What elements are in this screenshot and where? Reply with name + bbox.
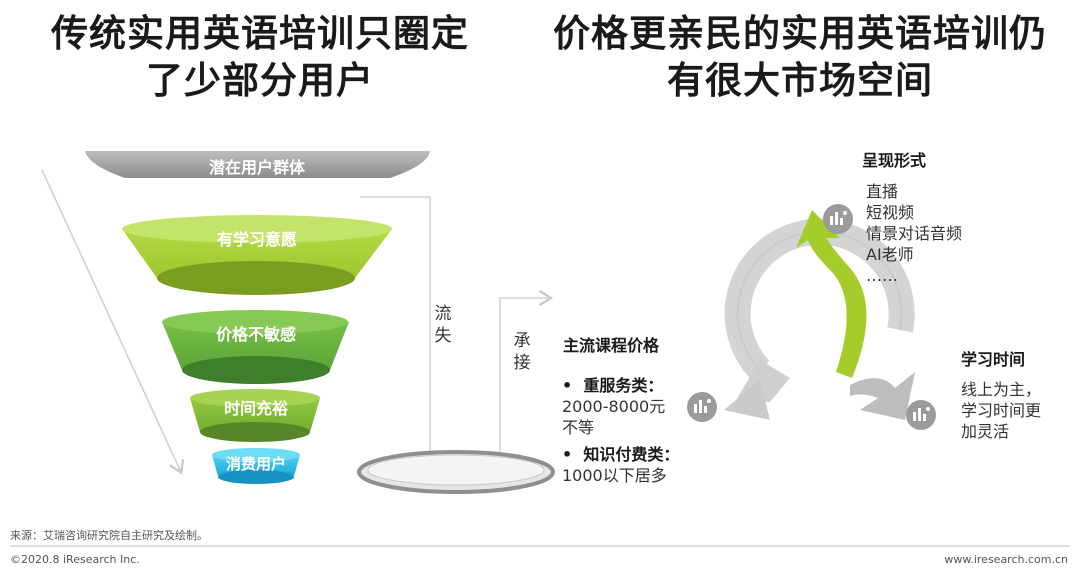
source-note: 来源：艾瑞咨询研究院自主研究及绘制。	[10, 527, 208, 543]
accept-arrow-line	[500, 298, 548, 455]
footer-website: www.iresearch.com.cn	[944, 553, 1068, 566]
time-line-1: 线上为主，	[961, 379, 1041, 400]
funnel-layer-3-label: 时间充裕	[176, 395, 336, 419]
forms-item-3: 情景对话音频	[866, 223, 962, 244]
price-item-1-desc-1: 2000-8000元	[562, 396, 712, 417]
time-line-3: 加灵活	[961, 421, 1041, 442]
price-item-1-name: • 重服务类：	[562, 372, 712, 396]
price-title: 主流课程价格	[563, 332, 659, 356]
funnel-layer-1-label: 有学习意愿	[177, 226, 337, 250]
funnel-layer-2-label: 价格不敏感	[176, 321, 336, 345]
forms-item-5: ……	[866, 265, 962, 286]
forms-list: 直播 短视频 情景对话音频 AI老师 ……	[866, 181, 962, 286]
funnel-layer-4-label: 消费用户	[176, 453, 336, 474]
funnel-side-arrow	[42, 170, 180, 470]
price-item-1-desc-2: 不等	[562, 417, 712, 438]
loss-label: 流 失	[433, 303, 453, 347]
time-icon	[906, 400, 936, 430]
footer-copyright: ©2020.8 iResearch Inc.	[10, 553, 140, 566]
forms-icon	[823, 204, 853, 234]
price-list: • 重服务类： 2000-8000元 不等 • 知识付费类： 1000以下居多	[562, 372, 712, 486]
forms-item-1: 直播	[866, 181, 962, 202]
forms-title: 呈现形式	[862, 147, 926, 171]
accept-label: 承 接	[512, 330, 532, 374]
time-line-2: 学习时间更	[961, 400, 1041, 421]
funnel-top-label: 潜在用户群体	[177, 154, 337, 178]
forms-item-4: AI老师	[866, 244, 962, 265]
price-item-2-name: • 知识付费类：	[562, 441, 712, 465]
cycle-arrow-right	[850, 372, 915, 420]
forms-item-2: 短视频	[866, 202, 962, 223]
time-title: 学习时间	[961, 346, 1025, 370]
price-item-2-desc-1: 1000以下居多	[562, 465, 712, 486]
time-list: 线上为主， 学习时间更 加灵活	[961, 379, 1041, 442]
